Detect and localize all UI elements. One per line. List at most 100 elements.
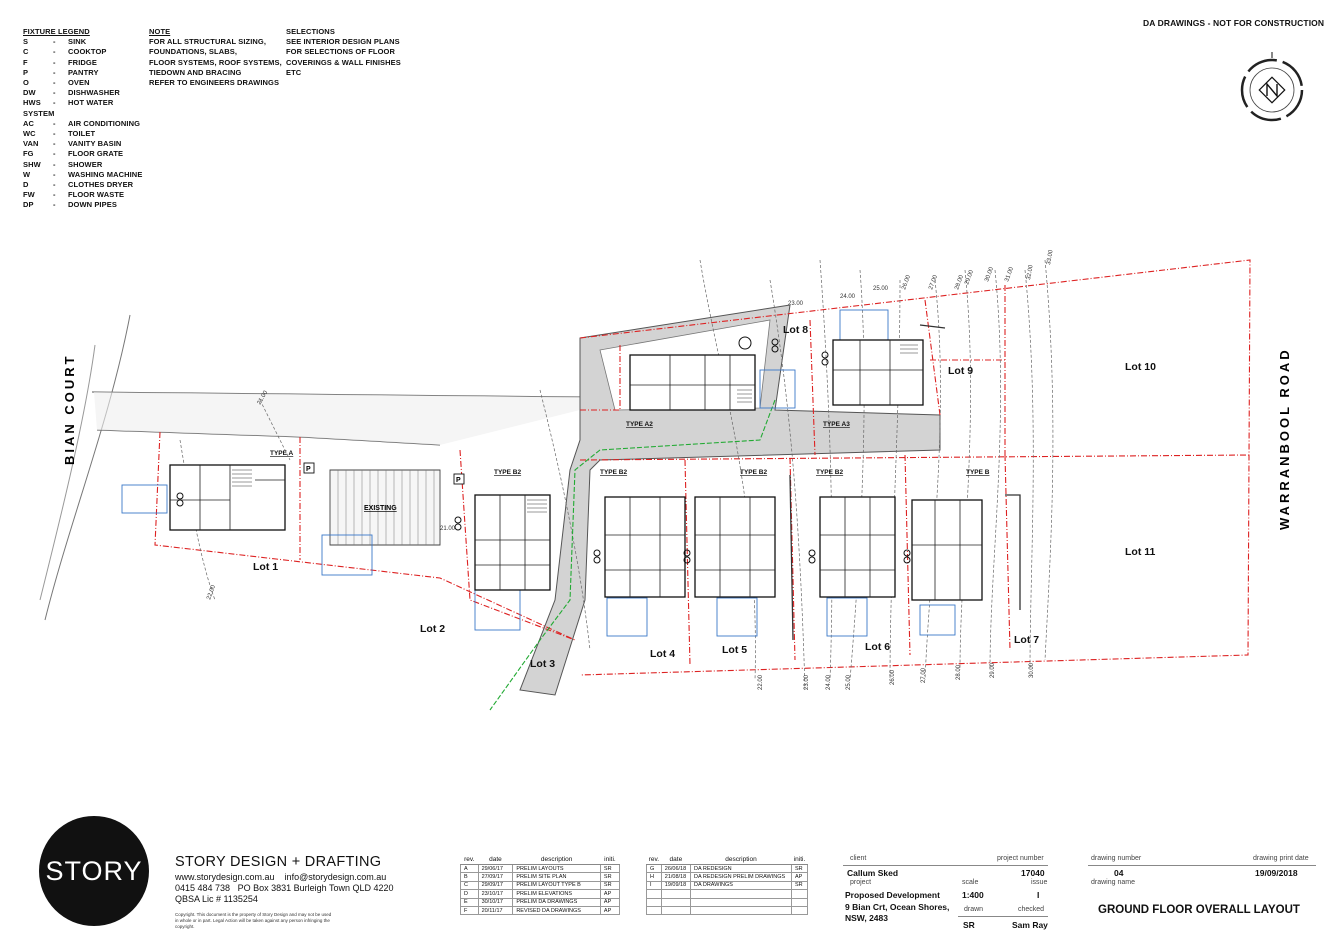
drawn-value: SR — [963, 920, 975, 930]
legend-row: SHW-SHOWER — [23, 159, 103, 169]
rev-header: initi. — [600, 856, 620, 865]
lot-label: Lot 7 — [1014, 634, 1039, 646]
house-lot4 — [604, 496, 686, 598]
parking-label: P — [456, 477, 461, 484]
project-label: project — [850, 879, 872, 886]
legend-row: D-CLOTHES DRYER — [23, 180, 134, 190]
checked-value: Sam Ray — [1012, 920, 1048, 930]
lot-label: Lot 11 — [1125, 546, 1156, 558]
project-line1: Proposed Development — [845, 890, 940, 900]
copyright-text: Copyright. This document is the property… — [175, 912, 332, 929]
house-lot1 — [169, 464, 286, 531]
contour-label: 22.00 — [206, 584, 217, 601]
note-line: FLOOR SYSTEMS, ROOF SYSTEMS, — [149, 57, 282, 67]
house-lot7 — [911, 499, 983, 601]
contour-label: 30.00 — [984, 266, 995, 283]
brand-email: info@storydesign.com.au — [284, 872, 387, 882]
private-open-spaces — [121, 309, 956, 637]
brand-web: www.storydesign.com.au — [175, 872, 275, 882]
type-label: TYPE A2 — [626, 421, 653, 428]
house-lot5 — [694, 496, 776, 598]
note-title: NOTE — [149, 27, 171, 36]
project-line2: 9 Bian Crt, Ocean Shores, — [845, 902, 950, 912]
type-label: TYPE B2 — [600, 469, 627, 476]
type-label: TYPE A3 — [823, 421, 850, 428]
selections-line: FOR SELECTIONS OF FLOOR — [286, 47, 395, 57]
contour-label: 26.00 — [901, 274, 912, 291]
checked-label: checked — [1018, 906, 1045, 913]
contour-lines — [179, 259, 1054, 691]
contour-label: 32.00 — [1026, 264, 1035, 280]
contour-label: 23.00 — [788, 301, 804, 307]
tb-divider — [1088, 865, 1316, 866]
lot-label: Lot 1 — [253, 561, 278, 573]
story-logo: STORY — [39, 816, 149, 926]
note-line: FOUNDATIONS, SLABS, — [149, 47, 238, 57]
house-lot2 — [474, 494, 551, 591]
note-line: TIEDOWN AND BRACING — [149, 67, 242, 77]
legend-row: WC-TOILET — [23, 129, 96, 139]
lot-label: Lot 9 — [948, 365, 973, 377]
rev-header: rev. — [460, 856, 479, 865]
issue-label: issue — [1031, 879, 1048, 886]
house-lot9 — [832, 339, 924, 406]
brand-address: PO Box 3831 Burleigh Town QLD 4220 — [237, 883, 394, 893]
contour-label: 29.00 — [964, 269, 975, 286]
contour-label: 26.00 — [890, 669, 896, 685]
table-row — [646, 905, 809, 916]
legend-row: AC-AIR CONDITIONING — [23, 118, 141, 128]
selections-title: SELECTIONS — [286, 27, 335, 36]
driveway-hatch — [94, 392, 580, 445]
client-value: Callum Sked — [847, 868, 899, 878]
bins — [176, 336, 911, 564]
house-footprints — [169, 339, 983, 601]
lot-label: Lot 8 — [783, 324, 808, 336]
road-warranbool: WARRANBOOL ROAD — [1277, 347, 1292, 530]
contour-label: 28.00 — [954, 274, 965, 291]
legend-row: HWS-HOT WATER — [23, 98, 114, 108]
contour-label: 29.00 — [990, 662, 996, 678]
contour-label: 27.00 — [928, 274, 939, 291]
parking-label: P — [306, 466, 311, 473]
lot-label: Lot 3 — [530, 658, 555, 670]
legend-title: FIXTURE LEGEND — [23, 27, 90, 36]
legend-row: W-WASHING MACHINE — [23, 169, 143, 179]
scale-value: 1:400 — [962, 890, 984, 900]
contour-label: 24.00 — [826, 674, 832, 690]
structural-note: NOTE FOR ALL STRUCTURAL SIZING, FOUNDATI… — [149, 27, 282, 88]
type-labels: TYPE A TYPE B2 TYPE B2 TYPE B2 TYPE B2 T… — [270, 421, 990, 476]
legend-row: C-COOKTOP — [23, 47, 107, 57]
contour-label: 27.00 — [921, 667, 927, 683]
drawing-number-value: 04 — [1114, 868, 1124, 878]
legend-row: FG-FLOOR GRATE — [23, 149, 124, 159]
rev-header: description — [512, 856, 601, 865]
print-date-label: drawing print date — [1253, 855, 1309, 862]
rev-header: rev. — [646, 856, 662, 865]
legend-row: FW-FLOOR WASTE — [23, 190, 125, 200]
fixture-legend: FIXTURE LEGEND S-SINK C-COOKTOP F-FRIDGE… — [23, 27, 142, 211]
selections-line: COVERINGS & WALL FINISHES — [286, 57, 401, 67]
table-row — [646, 897, 809, 907]
contour-label: 33.00 — [1046, 249, 1055, 265]
compass — [1240, 52, 1304, 122]
drawn-label: drawn — [964, 906, 984, 913]
legend-row: S-SINK — [23, 37, 87, 47]
brand-phone: 0415 484 738 — [175, 883, 231, 893]
rev-header: date — [478, 856, 513, 865]
existing-label: EXISTING — [364, 505, 397, 512]
type-label: TYPE B — [966, 469, 990, 476]
lot-labels: Lot 1 Lot 2 Lot 3 Lot 4 Lot 5 Lot 6 Lot … — [253, 324, 1156, 670]
fences — [789, 324, 1021, 641]
legend-row: P-PANTRY — [23, 67, 99, 77]
contour-label: 23.00 — [804, 674, 810, 690]
rev-header: initi. — [791, 856, 808, 865]
tb-divider — [843, 865, 1048, 866]
